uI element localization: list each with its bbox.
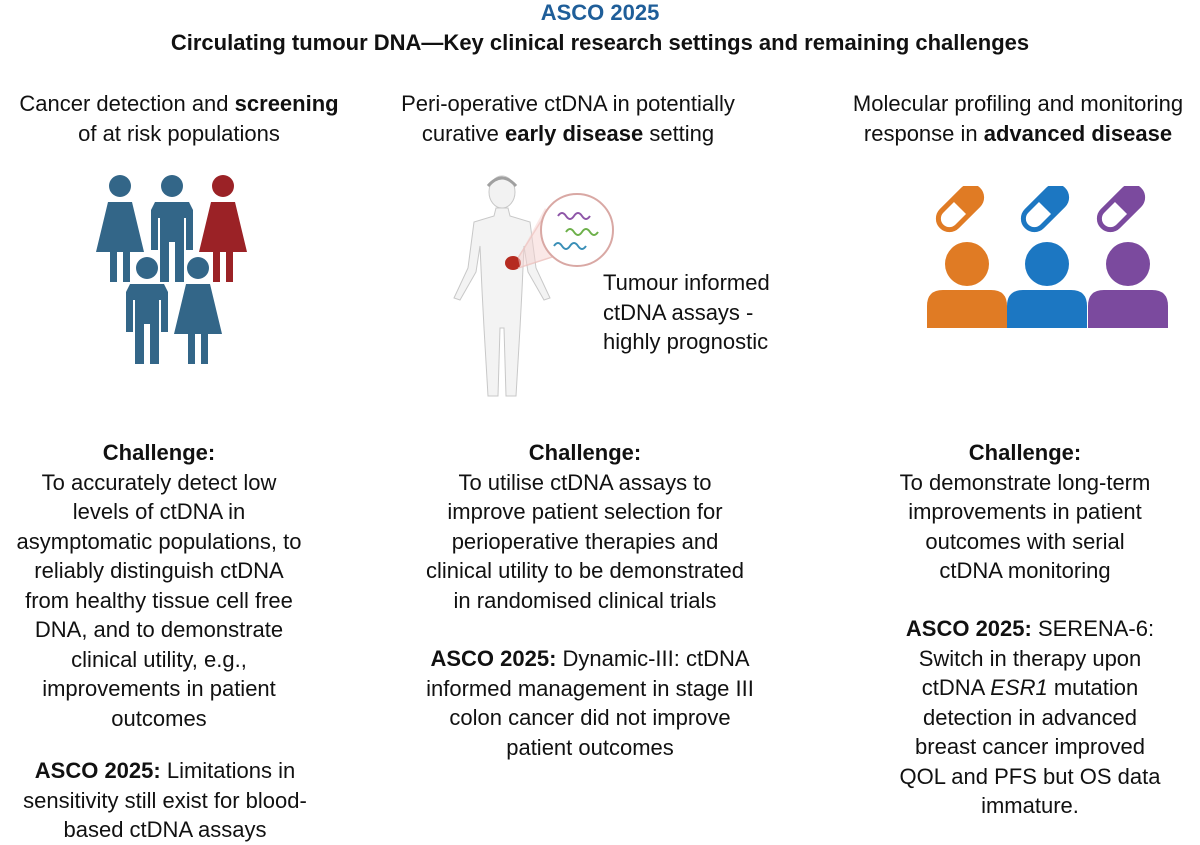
pill-orange-icon [935, 186, 985, 233]
highlighted-woman-figure-icon [199, 175, 247, 282]
challenge-advanced-disease: Challenge: To demonstrate long-term impr… [899, 440, 1151, 583]
patients-pills-icon [927, 186, 1168, 328]
challenge-screening: Challenge: To accurately detect low leve… [16, 440, 302, 731]
magnified-ctdna-circle [540, 193, 614, 267]
pill-blue-icon [1020, 186, 1070, 233]
challenge-early-disease: Challenge: To utilise ctDNA assays to im… [426, 440, 744, 613]
patient-orange-icon [927, 242, 1007, 328]
tumour-marker [505, 256, 521, 270]
conference-label: ASCO 2025 [540, 0, 660, 25]
asco-finding-screening: ASCO 2025: Limitations in sensitivity st… [23, 758, 307, 842]
pill-purple-icon [1096, 186, 1146, 233]
column-heading-screening: Cancer detection and screening of at ris… [19, 91, 339, 146]
asco-finding-early-disease: ASCO 2025: Dynamic-III: ctDNA informed m… [426, 646, 754, 760]
column-heading-early-disease: Peri-operative ctDNA in potentially cura… [401, 91, 735, 146]
woman-figure-icon [96, 175, 144, 282]
callout-tumour-informed: Tumour informed ctDNA assays - highly pr… [603, 270, 770, 354]
page-title: Circulating tumour DNA—Key clinical rese… [170, 30, 1030, 55]
man-figure-icon [126, 257, 168, 364]
column-heading-advanced-disease: Molecular profiling and monitoring respo… [852, 91, 1184, 146]
human-body-icon [453, 175, 614, 397]
asco-finding-advanced-disease: ASCO 2025: SERENA-6: Switch in therapy u… [899, 616, 1161, 818]
woman-figure-icon [174, 257, 222, 364]
man-figure-icon [151, 175, 193, 282]
population-icon [96, 175, 247, 364]
patient-blue-icon [1007, 242, 1087, 328]
patient-purple-icon [1088, 242, 1168, 328]
